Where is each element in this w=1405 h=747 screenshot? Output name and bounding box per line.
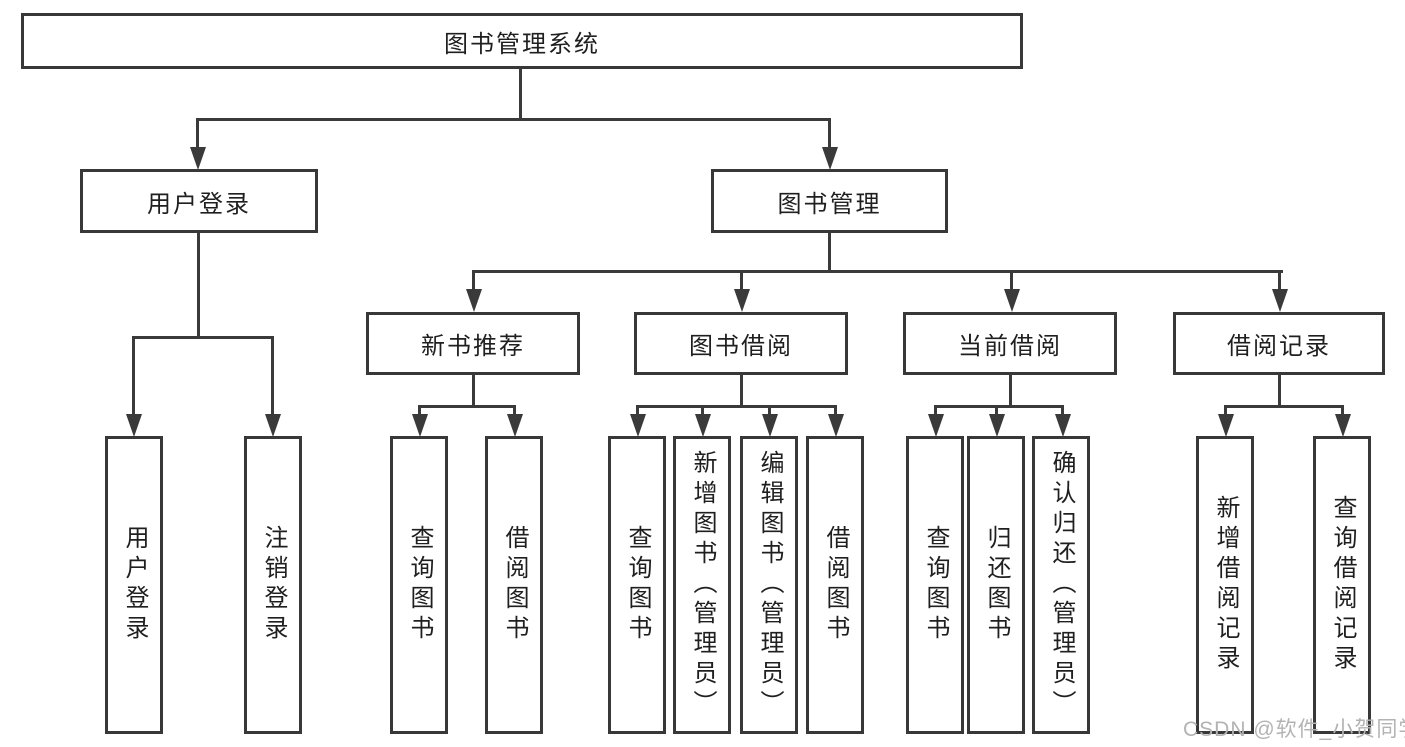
leaf-query-book-label: 查询图书 (406, 525, 433, 645)
connector-borrow-records-drop (1278, 270, 1281, 291)
connector-leaf-drop (513, 405, 516, 416)
node-current-borrow-label: 当前借阅 (958, 333, 1062, 360)
node-root-label: 图书管理系统 (444, 30, 600, 58)
node-new-book-label: 新书推荐 (421, 333, 525, 360)
leaf-query-book: 查询图书 (608, 436, 666, 734)
connector-current-borrow-stem (1009, 374, 1012, 407)
leaf-user-login-label: 用户登录 (121, 525, 148, 645)
leaf-query-book-label: 查询图书 (624, 525, 651, 645)
connector-borrow-records-stem (1278, 374, 1281, 407)
connector-leaf-drop (701, 405, 704, 416)
leaf-borrow-book: 借阅图书 (485, 436, 543, 734)
arrowhead-down-icon (828, 414, 844, 437)
arrowhead-down-icon (989, 414, 1005, 437)
leaf-confirm-return-admin: 确认归还（管理员） (1032, 436, 1090, 734)
connector-book-borrow-drop (740, 270, 743, 291)
connector-book-borrow-rail (636, 405, 837, 408)
connector-root-stem (519, 67, 522, 120)
leaf-add-borrow-record: 新增借阅记录 (1196, 436, 1254, 734)
arrowhead-down-icon (126, 414, 142, 437)
arrowhead-down-icon (1218, 414, 1234, 437)
leaf-edit-book-admin-label: 编辑图书（管理员） (756, 450, 783, 720)
arrowhead-down-icon (1272, 289, 1288, 312)
connector-current-borrow-rail (934, 405, 1064, 408)
connector-leaf-drop (418, 405, 421, 416)
connector-leaf-drop (1061, 405, 1064, 416)
connector-leaf-drop (271, 336, 274, 415)
arrowhead-down-icon (695, 414, 711, 437)
arrowhead-down-icon (265, 414, 281, 437)
leaf-query-book: 查询图书 (906, 436, 964, 734)
connector-leaf-drop (834, 405, 837, 416)
leaf-query-borrow-record-label: 查询借阅记录 (1329, 495, 1356, 675)
arrowhead-down-icon (466, 289, 482, 312)
connector-leaf-drop (132, 336, 135, 415)
arrowhead-down-icon (1055, 414, 1071, 437)
leaf-return-book: 归还图书 (967, 436, 1025, 734)
connector-current-borrow-drop (1010, 270, 1013, 291)
leaf-edit-book-admin: 编辑图书（管理员） (740, 436, 798, 734)
arrowhead-down-icon (630, 414, 646, 437)
connector-level2-rail (196, 118, 831, 121)
leaf-query-book: 查询图书 (390, 436, 448, 734)
node-borrow-records: 借阅记录 (1173, 312, 1385, 375)
node-book-borrow: 图书借阅 (634, 312, 848, 375)
csdn-watermark: CSDN @软件_小贺同学 (1183, 718, 1405, 741)
node-book-mgmt: 图书管理 (711, 169, 948, 233)
leaf-return-book-label: 归还图书 (983, 525, 1010, 645)
arrowhead-down-icon (762, 414, 778, 437)
connector-leaf-drop (768, 405, 771, 416)
leaf-borrow-book: 借阅图书 (806, 436, 864, 734)
node-current-borrow: 当前借阅 (903, 312, 1117, 375)
connector-leaf-drop (934, 405, 937, 416)
arrowhead-down-icon (507, 414, 523, 437)
connector-leaf-drop (636, 405, 639, 416)
leaf-logout: 注销登录 (244, 436, 302, 734)
leaf-confirm-return-admin-label: 确认归还（管理员） (1048, 450, 1075, 720)
connector-user-login-rail (132, 336, 274, 339)
node-root: 图书管理系统 (21, 13, 1023, 69)
leaf-user-login: 用户登录 (105, 436, 163, 734)
arrowhead-down-icon (1004, 289, 1020, 312)
node-user-login-label: 用户登录 (147, 190, 251, 218)
node-user-login: 用户登录 (80, 169, 318, 233)
connector-book-borrow-stem (740, 374, 743, 407)
leaf-add-book-admin-label: 新增图书（管理员） (689, 450, 716, 720)
connector-leaf-drop (1224, 405, 1227, 416)
leaf-add-book-admin: 新增图书（管理员） (673, 436, 731, 734)
connector-new-book-drop (472, 270, 475, 291)
arrowhead-down-icon (928, 414, 944, 437)
connector-book-mgmt-stem (828, 233, 831, 272)
leaf-query-borrow-record: 查询借阅记录 (1313, 436, 1371, 734)
connector-borrow-records-rail (1224, 405, 1344, 408)
node-new-book: 新书推荐 (366, 312, 580, 375)
node-book-borrow-label: 图书借阅 (689, 333, 793, 360)
node-borrow-records-label: 借阅记录 (1227, 333, 1331, 360)
connector-user-login-drop (196, 118, 199, 149)
leaf-borrow-book-label: 借阅图书 (501, 525, 528, 645)
leaf-add-borrow-record-label: 新增借阅记录 (1212, 495, 1239, 675)
leaf-logout-label: 注销登录 (260, 525, 287, 645)
connector-level3-rail (472, 270, 1283, 273)
node-book-mgmt-label: 图书管理 (777, 190, 882, 218)
arrowhead-down-icon (822, 147, 838, 170)
connector-user-login-stem (197, 233, 200, 338)
connector-new-book-rail (418, 405, 516, 408)
connector-leaf-drop (995, 405, 998, 416)
leaf-borrow-book-label: 借阅图书 (822, 525, 849, 645)
leaf-query-book-label: 查询图书 (922, 525, 949, 645)
arrowhead-down-icon (412, 414, 428, 437)
connector-leaf-drop (1341, 405, 1344, 416)
arrowhead-down-icon (734, 289, 750, 312)
arrowhead-down-icon (190, 147, 206, 170)
connector-book-mgmt-drop (828, 118, 831, 149)
connector-new-book-stem (472, 374, 475, 407)
arrowhead-down-icon (1335, 414, 1351, 437)
